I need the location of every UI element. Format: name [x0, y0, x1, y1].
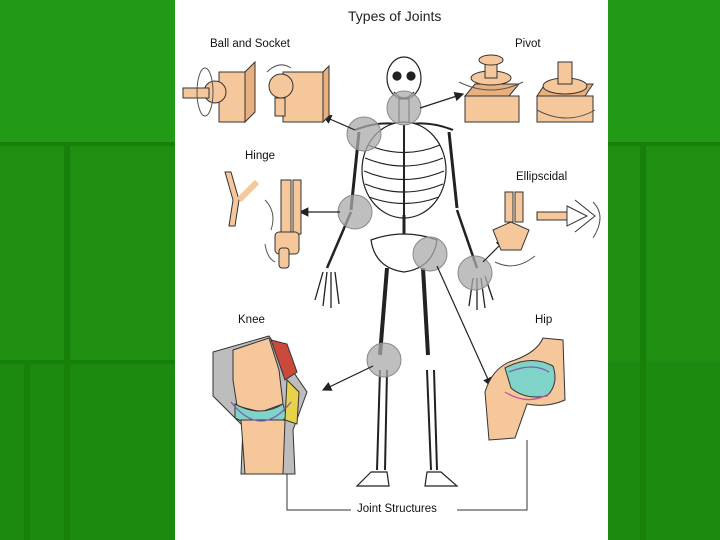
joint-highlight-neck — [386, 90, 422, 126]
joint-highlight-knee — [366, 342, 402, 378]
background-stripe-h — [0, 142, 175, 146]
hinge-illustration — [224, 171, 302, 269]
joint-highlight-wrist — [457, 255, 493, 291]
background-stripe-left — [64, 145, 70, 540]
joint-highlight-hip — [412, 236, 448, 272]
label-ball-and-socket: Ball and Socket — [210, 38, 290, 50]
label-ellipsoidal: Ellipscidal — [516, 171, 568, 183]
knee-illustration — [212, 335, 308, 475]
label-pivot: Pivot — [515, 38, 541, 50]
background-stripe-right-2 — [640, 145, 646, 540]
background-stripe-h-2 — [0, 360, 175, 364]
diagram-panel — [175, 0, 608, 540]
pivot-illustration — [458, 54, 596, 123]
ellipsoidal-illustration — [492, 191, 601, 267]
joint-highlight-shoulder — [346, 116, 382, 152]
hip-illustration — [484, 337, 566, 441]
label-hip: Hip — [535, 314, 553, 326]
joint-highlight-elbow — [337, 194, 373, 230]
label-joint-structures: Joint Structures — [357, 503, 437, 515]
joint-diagram — [182, 54, 601, 511]
label-hinge: Hinge — [245, 150, 276, 162]
background-stripe-right — [608, 142, 720, 146]
diagram-title: Types of Joints — [348, 8, 442, 24]
joint-structures-bracket — [286, 440, 528, 511]
joint-highlights — [337, 90, 493, 378]
pointer-arrows — [298, 92, 506, 391]
label-knee: Knee — [238, 314, 265, 326]
ball-and-socket-illustration — [182, 60, 330, 124]
background-stripe-left-2 — [24, 362, 30, 540]
